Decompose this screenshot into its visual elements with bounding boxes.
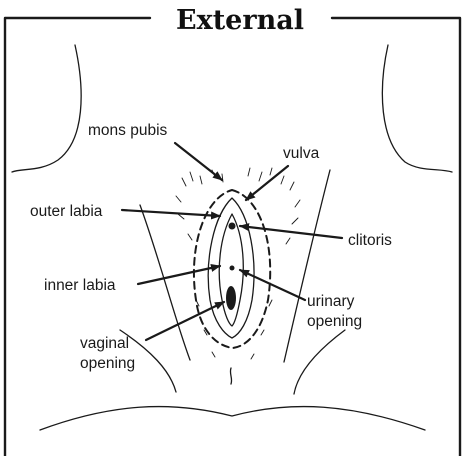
arrow-vaginal-opening xyxy=(146,302,224,340)
leader-arrows xyxy=(122,143,342,340)
label-vulva: vulva xyxy=(283,145,320,162)
label-inner-labia: inner labia xyxy=(44,277,116,294)
label-mons-pubis: mons pubis xyxy=(88,122,168,139)
urinary-opening-mark xyxy=(230,266,235,271)
lower-buttocks-curve xyxy=(40,407,425,430)
vaginal-opening-mark xyxy=(226,286,236,310)
clitoris-mark xyxy=(229,223,236,230)
arrow-mons-pubis xyxy=(175,143,222,180)
arrow-clitoris xyxy=(240,226,342,238)
diagram-title: External xyxy=(176,5,304,36)
right-inner-thigh-line xyxy=(284,170,330,362)
label-vaginal-line1: vaginal xyxy=(80,335,129,352)
right-buttock-line xyxy=(294,330,345,394)
arrow-urinary-opening xyxy=(240,270,305,300)
arrow-outer-labia xyxy=(122,210,220,216)
right-thigh-top-line xyxy=(382,45,452,172)
frame-left-edge xyxy=(5,18,150,456)
anus-mark xyxy=(230,368,231,384)
label-clitoris: clitoris xyxy=(348,232,392,249)
left-thigh-top-line xyxy=(12,45,81,172)
label-vaginal-line2: opening xyxy=(80,355,135,372)
label-urinary-line2: opening xyxy=(307,313,362,330)
label-outer-labia: outer labia xyxy=(30,203,103,220)
label-urinary-line1: urinary xyxy=(307,293,355,310)
